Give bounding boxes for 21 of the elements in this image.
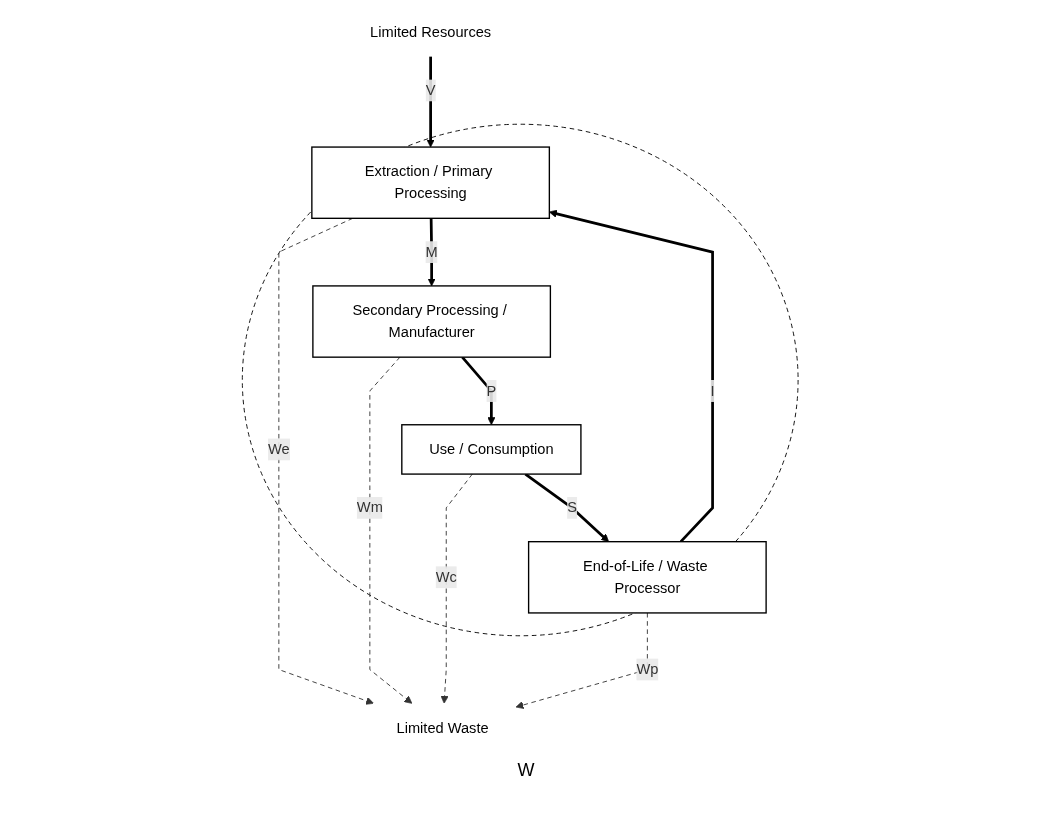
edge-label: Wp	[636, 661, 659, 677]
arrow	[524, 473, 609, 543]
arrow	[426, 56, 435, 148]
node-text: Limited Resources	[369, 23, 491, 40]
node-box: Use / Consumption	[400, 424, 582, 475]
cluster	[241, 123, 799, 637]
edge-label: M	[425, 243, 438, 260]
edge-label: P	[486, 382, 497, 399]
edge-label: S	[566, 499, 577, 516]
edge-label: We	[267, 441, 290, 457]
node-text: Limited Waste	[396, 719, 489, 736]
edge-label: Wm	[356, 499, 383, 516]
arrow	[427, 218, 436, 287]
edge-label: I	[710, 382, 715, 399]
node-box: End-of-Life / Waste Processor	[527, 541, 767, 614]
node-box: Secondary Processing / Manufacturer	[312, 285, 551, 358]
edge-label: V	[425, 82, 436, 98]
flow-label: W	[517, 760, 535, 780]
node-box: Extraction / Primary Processing	[310, 146, 550, 219]
edge-label: Wc	[435, 569, 457, 585]
arrow	[461, 356, 496, 426]
